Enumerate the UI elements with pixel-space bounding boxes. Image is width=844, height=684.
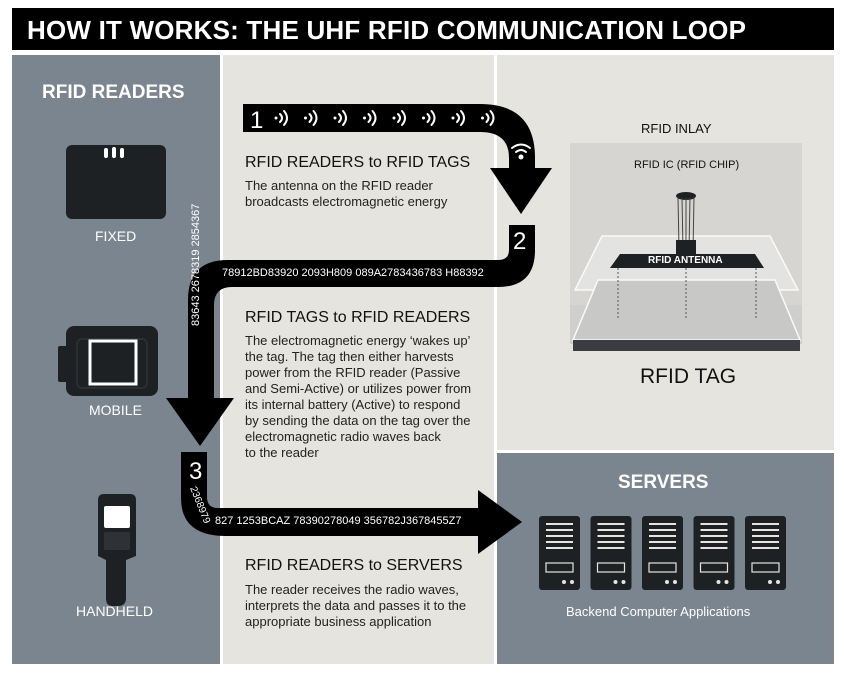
- communication-steps-panel: [223, 55, 494, 664]
- server-rack-icons: [539, 516, 786, 590]
- radio-wave-icon: [304, 110, 318, 126]
- readers-heading: RFID READERS: [42, 82, 185, 103]
- fixed-reader-icon: [66, 145, 166, 219]
- step-1-body: The antenna on the RFID reader broadcast…: [245, 178, 447, 210]
- step-2-body: The electromagnetic energy ‘wakes up’ th…: [245, 333, 471, 461]
- loop-3-data-code: 827 1253BCAZ 78390278049 356782J3678455Z…: [215, 515, 462, 527]
- radio-wave-icon: [333, 110, 347, 126]
- rfid-inlay-label: RFID INLAY: [641, 121, 712, 136]
- step-2-body-line: electromagnetic radio waves back: [245, 429, 441, 444]
- server-icon: [642, 516, 683, 590]
- handheld-label: HANDHELD: [76, 603, 154, 619]
- server-icon: [693, 516, 735, 590]
- loop-2-data-code: 78912BD83920 2093H809 089A2783436783 H88…: [222, 267, 484, 279]
- step-3-number: 3: [189, 458, 203, 485]
- loop-3-curve-code: 2368979: [187, 485, 212, 526]
- step-2-body-line: its internal battery (Active) to respond: [245, 397, 461, 412]
- step-2-body-line: and Semi-Active) or utilizes power from: [245, 381, 472, 396]
- step-2-body-line: to the reader: [245, 445, 319, 460]
- radio-wave-icons: [274, 110, 495, 126]
- mobile-reader-icon: [58, 326, 158, 396]
- server-icon: [590, 516, 632, 590]
- radio-wave-icon: [363, 110, 377, 126]
- radio-wave-icon: [422, 110, 436, 126]
- step-3-body-line: The reader receives the radio waves,: [245, 582, 459, 597]
- mobile-label: MOBILE: [89, 402, 142, 418]
- rfid-tag-label: RFID TAG: [640, 365, 737, 388]
- step-1-title: RFID READERS to RFID TAGS: [245, 154, 471, 171]
- fixed-label: FIXED: [95, 228, 137, 244]
- title-bar: HOW IT WORKS: THE UHF RFID COMMUNICATION…: [12, 8, 834, 50]
- step-1-body-line: The antenna on the RFID reader: [245, 178, 433, 193]
- page-title: HOW IT WORKS: THE UHF RFID COMMUNICATION…: [27, 15, 747, 45]
- step-3-body: The reader receives the radio waves, int…: [245, 582, 466, 630]
- servers-heading: SERVERS: [618, 472, 709, 493]
- rfid-antenna-label: RFID ANTENNA: [648, 255, 723, 266]
- step-2-body-line: power from the RFID reader (Passive: [245, 365, 461, 380]
- step-2-body-line: by sending the data on the tag over the: [245, 413, 471, 428]
- arrow-step-3: [181, 452, 522, 554]
- arrow-step-2: [166, 225, 535, 446]
- broadcast-wave-icon: [511, 143, 531, 160]
- server-icon: [539, 516, 580, 590]
- rfid-chip-label: RFID IC (RFID CHIP): [634, 159, 740, 171]
- step-2-body-line: The electromagnetic energy ‘wakes up’: [245, 333, 471, 348]
- step-1-body-line: broadcasts electromagnetic energy: [245, 194, 448, 209]
- radio-wave-icon: [451, 110, 465, 126]
- radio-wave-icon: [274, 110, 288, 126]
- handheld-reader-icon: [98, 494, 136, 606]
- rfid-tag-illustration: [570, 143, 802, 351]
- step-2-title: RFID TAGS to RFID READERS: [245, 309, 471, 326]
- step-2-body-line: the tag. The tag then either harvests: [245, 349, 454, 364]
- step-3-title: RFID READERS to SERVERS: [245, 557, 463, 574]
- server-icon: [745, 516, 786, 590]
- radio-wave-icon: [392, 110, 406, 126]
- step-1-number: 1: [250, 107, 264, 134]
- radio-wave-icon: [481, 110, 495, 126]
- step-2-number: 2: [513, 228, 527, 255]
- step-3-body-line: interprets the data and passes it to the: [245, 598, 467, 613]
- step-3-body-line: appropriate business application: [245, 614, 432, 629]
- backend-caption: Backend Computer Applications: [566, 604, 751, 619]
